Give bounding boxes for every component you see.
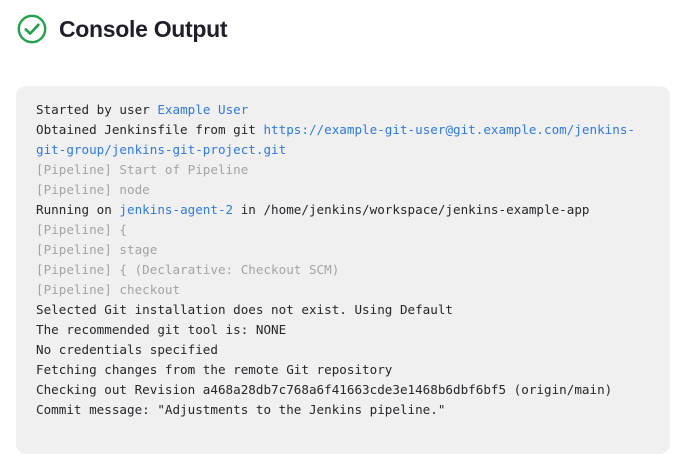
console-line-pipeline-node: [Pipeline] node xyxy=(36,180,652,200)
console-line-pipeline-declarative-checkout-scm: [Pipeline] { (Declarative: Checkout SCM) xyxy=(36,260,652,280)
console-line-obtained-jenkinsfile: Obtained Jenkinsfile from git https://ex… xyxy=(36,120,652,160)
console-text: Running on xyxy=(36,202,120,217)
console-line-pipeline-stage: [Pipeline] stage xyxy=(36,240,652,260)
console-text: Commit message: "Adjustments to the Jenk… xyxy=(36,402,446,417)
console-text: The recommended git tool is: NONE xyxy=(36,322,287,337)
console-text: [Pipeline] { (Declarative: Checkout SCM) xyxy=(36,262,340,277)
console-text: [Pipeline] { xyxy=(36,222,127,237)
console-text: in /home/jenkins/workspace/jenkins-examp… xyxy=(233,202,590,217)
page-title: Console Output xyxy=(59,15,228,42)
console-line-pipeline-open-brace: [Pipeline] { xyxy=(36,220,652,240)
console-line-started-by-user: Started by user Example User xyxy=(36,100,652,120)
console-line-no-credentials-specified: No credentials specified xyxy=(36,340,652,360)
console-text: [Pipeline] Start of Pipeline xyxy=(36,162,249,177)
console-line-pipeline-checkout: [Pipeline] checkout xyxy=(36,280,652,300)
console-link[interactable]: Example User xyxy=(157,102,249,117)
console-link[interactable]: jenkins-agent-2 xyxy=(119,202,234,217)
console-line-checking-out-revision: Checking out Revision a468a28db7c768a6f4… xyxy=(36,380,652,400)
console-text: [Pipeline] node xyxy=(36,182,150,197)
console-text: Selected Git installation does not exist… xyxy=(36,302,454,317)
console-text: [Pipeline] checkout xyxy=(36,282,181,297)
console-link[interactable]: https://example-git-user@git.example.com… xyxy=(36,122,635,157)
console-text: Fetching changes from the remote Git rep… xyxy=(36,362,393,377)
console-text: Checking out Revision a468a28db7c768a6f4… xyxy=(36,382,613,397)
console-line-selected-git-installation: Selected Git installation does not exist… xyxy=(36,300,652,320)
check-circle-icon xyxy=(17,14,47,44)
console-line-commit-message: Commit message: "Adjustments to the Jenk… xyxy=(36,400,652,420)
console-text: No credentials specified xyxy=(36,342,218,357)
console-line-fetching-changes: Fetching changes from the remote Git rep… xyxy=(36,360,652,380)
console-line-pipeline-start-of-pipeline: [Pipeline] Start of Pipeline xyxy=(36,160,652,180)
console-line-recommended-git-tool: The recommended git tool is: NONE xyxy=(36,320,652,340)
page-header: Console Output xyxy=(0,0,686,44)
console-text: Started by user xyxy=(36,102,158,117)
console-text: [Pipeline] stage xyxy=(36,242,158,257)
console-text: Obtained Jenkinsfile from git xyxy=(36,122,264,137)
console-line-running-on-agent: Running on jenkins-agent-2 in /home/jenk… xyxy=(36,200,652,220)
